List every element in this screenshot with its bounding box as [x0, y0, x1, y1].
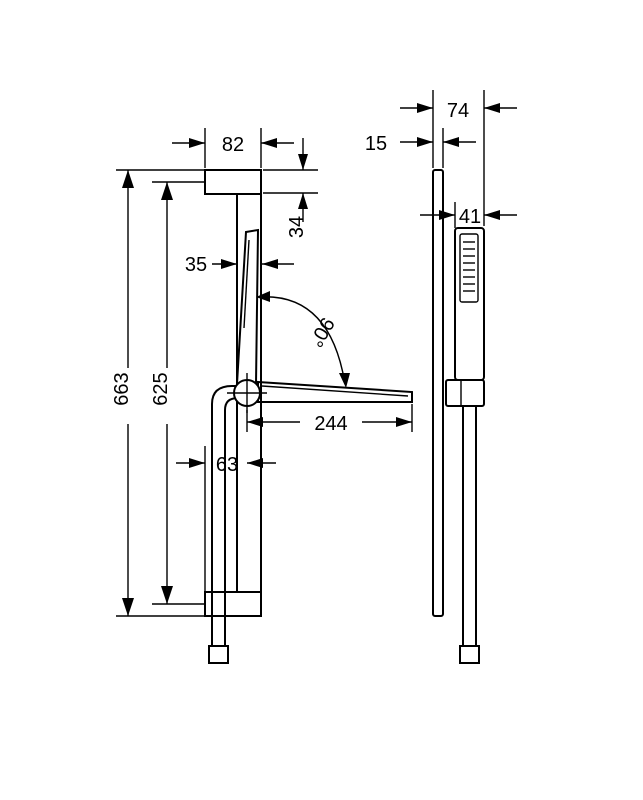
- dimension-34: 34: [263, 138, 318, 238]
- dimension-74: 74: [400, 90, 517, 226]
- dimension-625-label: 625: [150, 372, 172, 405]
- hand-shower: [235, 228, 260, 385]
- side-holder: [445, 379, 485, 407]
- side-rail: [432, 169, 444, 617]
- angle-label: 90°: [304, 313, 338, 350]
- side-view: [432, 169, 485, 664]
- dimension-74-label: 74: [447, 100, 469, 122]
- shower-hose: [211, 385, 240, 616]
- dimension-15: 15: [365, 128, 476, 168]
- dimension-34-label: 34: [286, 216, 308, 238]
- shower-shelf: [257, 380, 413, 403]
- dimension-35-label: 35: [185, 254, 207, 276]
- dimension-663: 663: [111, 169, 205, 617]
- bottom-wall-bracket: [204, 591, 262, 617]
- dimension-41-label: 41: [459, 206, 481, 228]
- dimension-63-label: 63: [216, 454, 238, 476]
- dimension-244: 244: [246, 404, 413, 435]
- dimension-625: 625: [150, 181, 205, 605]
- angle-dimension: 90°: [256, 291, 350, 388]
- dimension-63: 63: [176, 446, 276, 592]
- dimension-15-label: 15: [365, 133, 387, 155]
- hose-connector: [208, 645, 229, 664]
- dimension-82-label: 82: [222, 134, 244, 156]
- spray-nozzles: [463, 241, 475, 292]
- top-wall-bracket: [204, 169, 262, 195]
- side-hose-connector: [459, 645, 480, 664]
- dimension-41: 41: [420, 202, 517, 228]
- dimension-82: 82: [172, 128, 294, 168]
- dimension-663-label: 663: [111, 372, 133, 405]
- front-view: [204, 169, 413, 664]
- dimension-35: 35: [185, 254, 294, 276]
- dimension-244-label: 244: [314, 413, 347, 435]
